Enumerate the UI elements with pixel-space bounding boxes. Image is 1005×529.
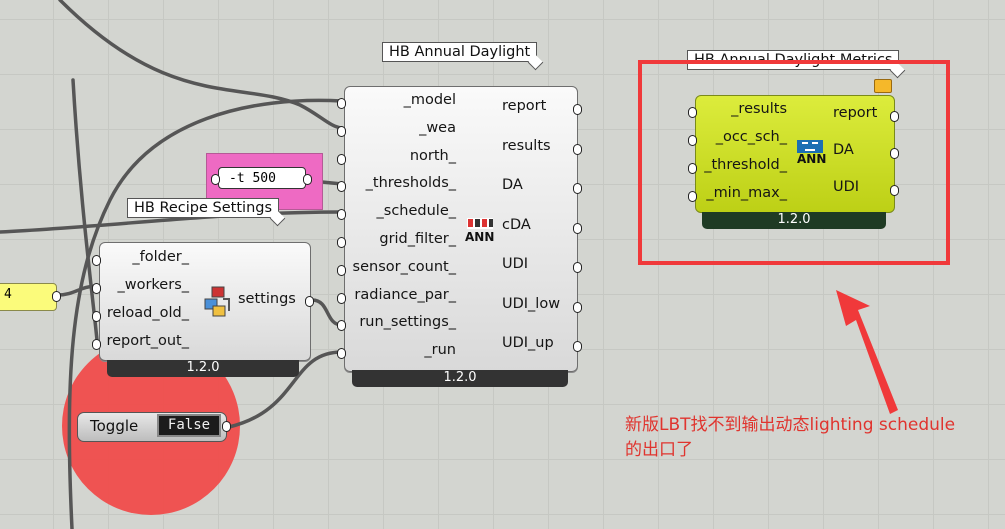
annual-daylight-input-7: radiance_par_ <box>354 286 456 303</box>
recipe-settings-input-port-0[interactable] <box>92 255 101 266</box>
annual-daylight-input-port-8[interactable] <box>337 320 346 332</box>
recipe-settings-title: HB Recipe Settings <box>127 198 280 218</box>
daylight-metrics-output-0: report <box>833 105 878 121</box>
daylight-metrics-input-0: _results <box>731 101 787 117</box>
recipe-settings-input-port-3[interactable] <box>92 339 101 350</box>
annual-daylight-input-port-6[interactable] <box>337 264 346 276</box>
daylight-metrics-input-port-2[interactable] <box>688 163 697 174</box>
annotation-line-2: 的出口了 <box>625 440 693 460</box>
annual-daylight-input-port-0[interactable] <box>337 98 346 109</box>
recipe-settings-input-port-1[interactable] <box>92 283 101 294</box>
annual-daylight-title: HB Annual Daylight <box>382 42 538 62</box>
annual-daylight-output-5: UDI_low <box>502 295 561 312</box>
recipe-settings-input-port-2[interactable] <box>92 311 101 322</box>
daylight-metrics-output-port-2[interactable] <box>890 185 899 196</box>
annotation-line-1: 新版LBT找不到输出动态lighting schedule <box>625 415 956 435</box>
ann-daylight-icon <box>467 218 493 229</box>
annual-daylight-input-2: north_ <box>409 147 456 164</box>
toggle-label: Toggle <box>90 417 139 435</box>
panel-param-port-out[interactable] <box>303 174 312 185</box>
daylight-metrics-output-port-0[interactable] <box>890 111 899 122</box>
annual-daylight-output-port-3[interactable] <box>573 222 582 234</box>
annual-daylight-output-port-0[interactable] <box>573 104 582 115</box>
daylight-metrics-component[interactable] <box>695 95 895 213</box>
daylight-metrics-output-2: UDI <box>833 179 860 195</box>
annual-daylight-output-0: report <box>502 98 547 114</box>
recipe-settings-output-port[interactable] <box>305 296 314 307</box>
annual-daylight-output-port-6[interactable] <box>573 341 582 352</box>
annual-daylight-input-0: _model <box>403 92 456 108</box>
annual-daylight-version: 1.2.0 <box>352 370 568 387</box>
number-slider-value: 4 <box>4 287 12 302</box>
wire-model <box>67 98 344 529</box>
daylight-metrics-output-1: DA <box>833 142 854 158</box>
annual-daylight-input-port-1[interactable] <box>337 125 346 137</box>
recipe-settings-output: settings <box>238 291 296 307</box>
recipe-settings-icon <box>204 286 230 317</box>
wire-toggle <box>227 350 344 429</box>
annual-daylight-input-6: sensor_count_ <box>352 258 456 275</box>
annual-daylight-input-9: _run <box>424 342 456 359</box>
daylight-metrics-input-port-3[interactable] <box>688 191 697 202</box>
annual-daylight-input-5: grid_filter_ <box>379 231 456 247</box>
panel-param-port-in[interactable] <box>211 174 220 185</box>
annual-daylight-output-port-4[interactable] <box>573 262 582 273</box>
recipe-settings-input-0: _folder_ <box>132 249 189 265</box>
recipe-settings-input-3: report_out_ <box>106 333 189 349</box>
daylight-metrics-input-1: _occ_sch_ <box>715 129 787 145</box>
daylight-metrics-input-2: _threshold_ <box>704 157 787 173</box>
daylight-metrics-input-port-1[interactable] <box>688 135 697 146</box>
annual-daylight-output-4: UDI <box>502 256 529 272</box>
toggle-port[interactable] <box>222 421 231 432</box>
annual-daylight-input-port-4[interactable] <box>337 209 346 221</box>
number-slider[interactable] <box>0 283 57 311</box>
annual-daylight-input-port-3[interactable] <box>337 181 346 193</box>
wire-top-long <box>58 0 344 130</box>
daylight-metrics-input-port-0[interactable] <box>688 107 697 118</box>
annual-daylight-input-port-7[interactable] <box>337 292 346 304</box>
annual-daylight-input-8: run_settings_ <box>359 314 456 331</box>
annual-daylight-input-port-5[interactable] <box>337 237 346 248</box>
annual-daylight-output-2: DA <box>502 177 523 193</box>
annual-daylight-input-port-2[interactable] <box>337 153 346 165</box>
annual-daylight-input-port-9[interactable] <box>337 348 346 360</box>
recipe-settings-input-2: reload_old_ <box>106 305 189 321</box>
wire-schedule <box>0 210 344 234</box>
highlight-box <box>638 60 950 265</box>
daylight-metrics-input-3: _min_max_ <box>706 185 787 201</box>
warning-flag-icon[interactable] <box>874 79 892 93</box>
annual-daylight-input-4: _schedule_ <box>376 203 456 220</box>
annual-daylight-input-1: _wea <box>419 119 456 136</box>
annual-daylight-output-port-1[interactable] <box>573 143 582 155</box>
toggle-value[interactable]: False <box>157 414 221 437</box>
ann-metrics-icon <box>797 140 823 153</box>
annual-daylight-output-3: cDA <box>502 216 531 233</box>
annual-daylight-output-port-5[interactable] <box>573 301 582 313</box>
annual-daylight-output-1: results <box>502 137 551 154</box>
recipe-settings-version: 1.2.0 <box>107 360 299 377</box>
annual-daylight-input-3: _thresholds_ <box>365 175 456 192</box>
annual-daylight-output-port-2[interactable] <box>573 183 582 194</box>
annual-daylight-component[interactable] <box>344 86 578 372</box>
daylight-metrics-version: 1.2.0 <box>702 212 886 229</box>
ann-metrics-icon-label: ANN <box>797 152 827 166</box>
annual-daylight-output-6: UDI_up <box>502 335 554 351</box>
ann-daylight-icon-label: ANN <box>465 230 495 244</box>
number-slider-port[interactable] <box>52 291 61 302</box>
recipe-settings-input-1: _workers_ <box>117 277 189 293</box>
daylight-metrics-output-port-1[interactable] <box>890 148 899 159</box>
